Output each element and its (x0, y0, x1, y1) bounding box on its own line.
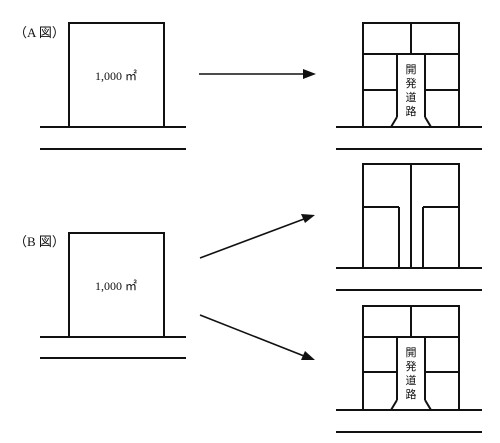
figure-b-original-lot: 1,000 ㎡ (68, 232, 165, 338)
figure-a-road-char-2: 発 (406, 76, 417, 90)
figure-b-road-char-2: 発 (406, 359, 417, 373)
figure-a-road-char-3: 道 (406, 90, 417, 104)
figure-b-road-char-3: 道 (406, 373, 417, 387)
figure-a-label: （A 図） (14, 25, 65, 40)
figure-b-lower-subdivided-lot: 開 発 道 路 (362, 305, 460, 411)
figure-a-arrow (199, 69, 316, 79)
figure-a-original-lot: 1,000 ㎡ (68, 22, 165, 128)
figure-b-lower-frontage-road (336, 409, 482, 433)
figure-a-result-frontage-road (336, 126, 482, 150)
figure-b-arrow-down (199, 314, 315, 360)
figure-a-subdivided-lot: 開 発 道 路 (362, 22, 460, 128)
figure-b-road-char-1: 開 (406, 346, 417, 359)
figure-b-arrow-up (199, 214, 315, 259)
figure-b-upper-frontage-road (336, 267, 482, 291)
figure-b-frontage-road (40, 336, 186, 359)
figure-b-upper-subdivided-lot (362, 163, 460, 268)
figure-a-area-label: 1,000 ㎡ (95, 69, 137, 83)
figure-a-road-char-1: 開 (406, 63, 417, 76)
figure-b-label: （B 図） (14, 234, 65, 249)
figure-b-road-char-4: 路 (406, 388, 417, 401)
figure-a-frontage-road (40, 126, 186, 150)
figure-a-road-char-4: 路 (406, 105, 417, 118)
figure-b-area-label: 1,000 ㎡ (95, 279, 137, 293)
